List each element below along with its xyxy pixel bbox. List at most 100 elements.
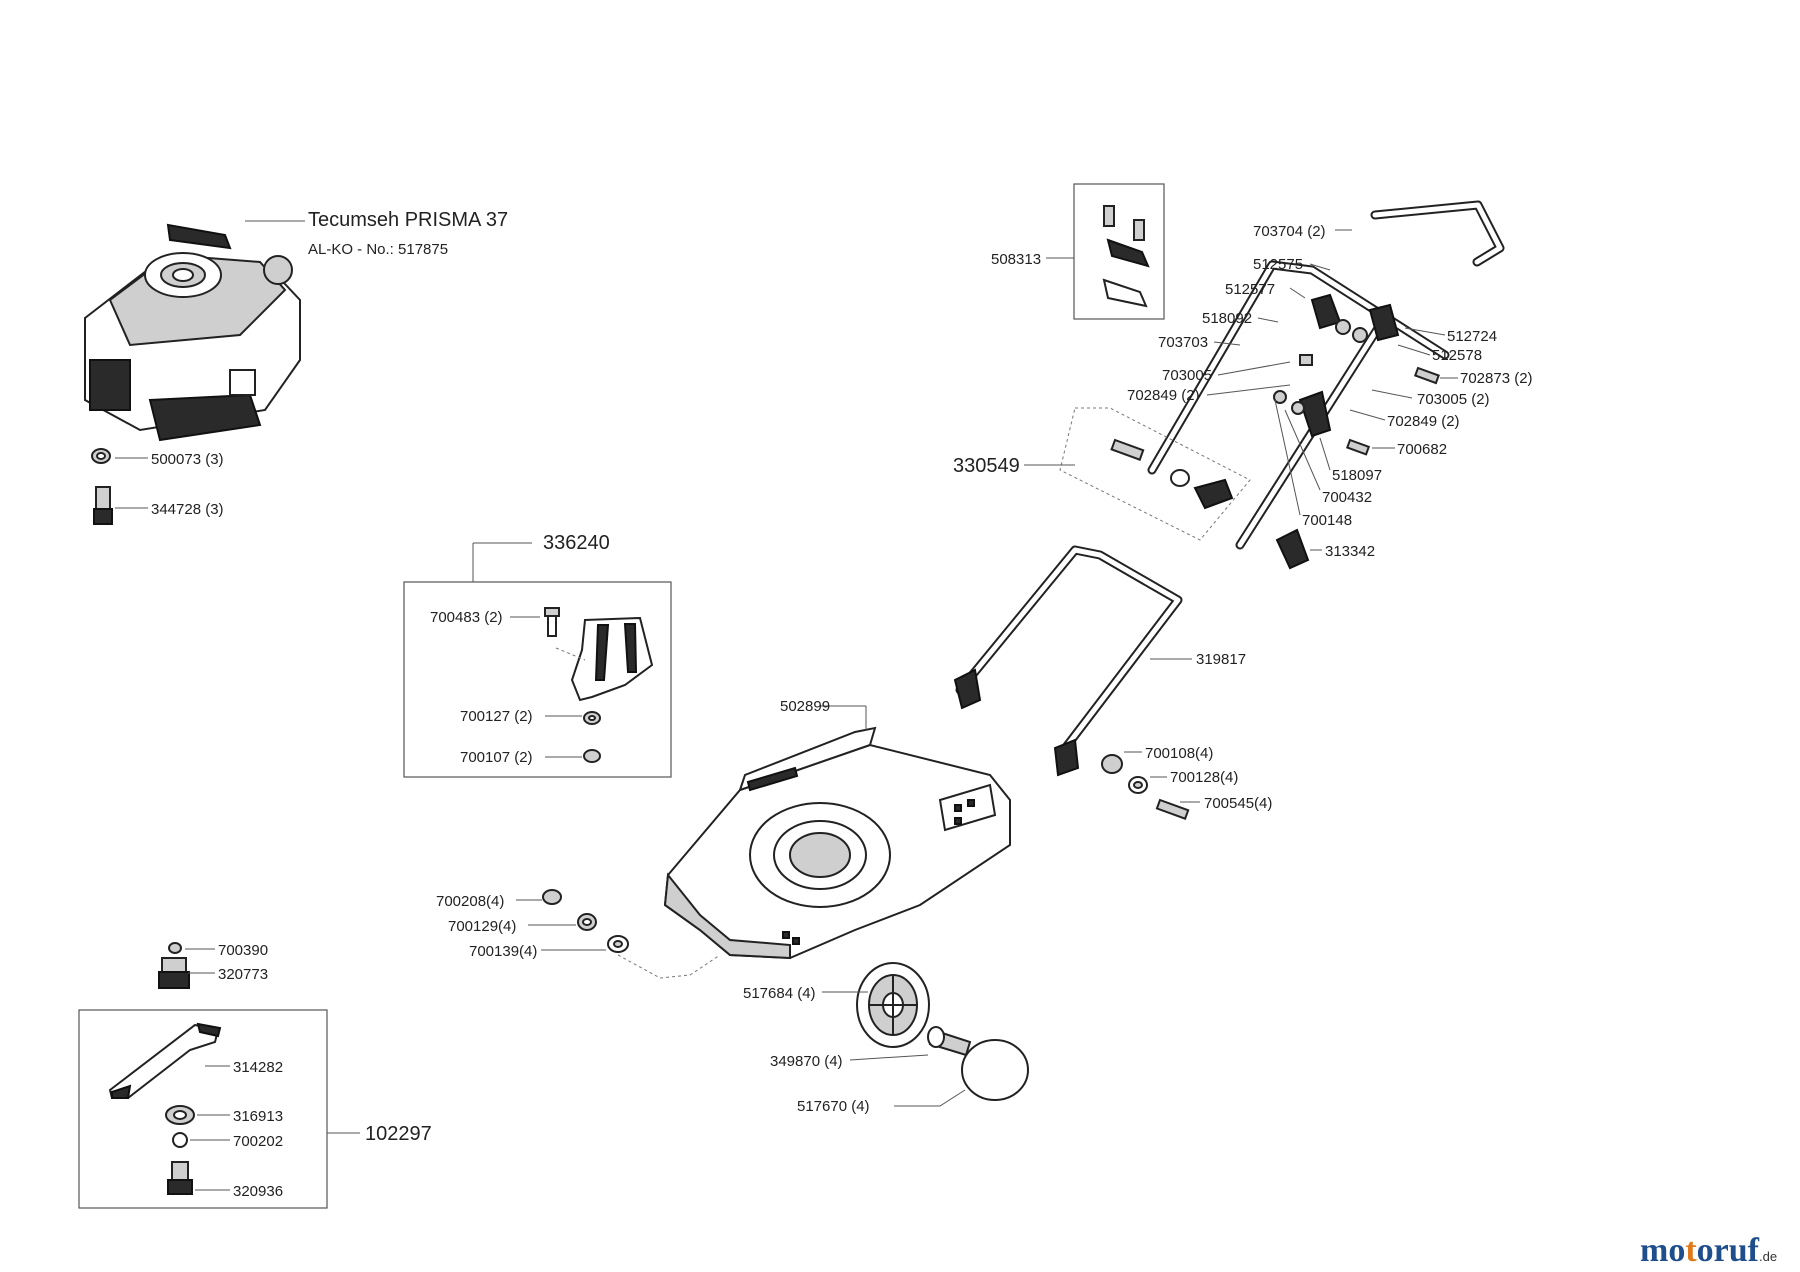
washer-700129 [577,913,597,931]
leader-517670 [894,1089,966,1107]
label-508313: 508313 [991,251,1041,268]
label-703005b: 703005 (2) [1417,391,1490,408]
label-349870: 349870 (4) [770,1053,843,1070]
label-314282: 314282 [233,1059,283,1076]
label-517684: 517684 (4) [743,985,816,1002]
label-702849: 702849 (2) [1127,387,1200,404]
label-320936: 320936 [233,1183,283,1200]
leader-512575 [1309,263,1331,271]
label-336240: 336240 [543,532,610,554]
label-700390: 700390 [218,942,268,959]
bolt-700545 [1155,798,1190,820]
kit-330549-parts [1110,438,1234,510]
dash-deck-hardware [617,954,721,979]
label-700682: 700682 [1397,441,1447,458]
logo-part-2: t [1685,1232,1697,1269]
engine-alko-number: AL-KO - No.: 517875 [308,241,448,258]
label-700108: 700108(4) [1145,745,1213,762]
label-700148: 700148 [1302,512,1352,529]
kit-box-508313 [1073,183,1165,320]
logo-tld: .de [1758,1249,1778,1264]
adapter-320773 [158,957,190,989]
label-703703: 703703 [1158,334,1208,351]
nut-700107 [583,749,601,763]
label-344728: 344728 (3) [151,501,224,518]
leader-703703 [1213,341,1241,346]
label-700139: 700139(4) [469,943,537,960]
kit-box-102297 [78,1009,328,1209]
label-700127: 700127 (2) [460,708,533,725]
screw-344728 [93,486,113,525]
axle-bolt-349870 [927,1026,972,1057]
label-518097: 518097 [1332,467,1382,484]
engine-illustration [84,223,301,442]
clamp-screws [1102,205,1150,308]
leader-349870 [849,1054,929,1061]
leader-702849b [1349,409,1386,421]
logo-part-1: mo [1640,1232,1686,1269]
kit-box-336240 [403,581,672,778]
label-316913: 316913 [233,1108,283,1125]
kit-outline-330549 [1059,407,1251,541]
label-702873: 702873 (2) [1460,370,1533,387]
label-512724: 512724 [1447,328,1497,345]
label-700128: 700128(4) [1170,769,1238,786]
washer-700128 [1128,776,1148,794]
label-700129: 700129(4) [448,918,516,935]
bolt-700682 [1345,438,1371,456]
label-512575: 512575 [1253,256,1303,273]
lower-handle-319817 [953,545,1183,777]
label-313342: 313342 [1325,543,1375,560]
label-500073: 500073 (3) [151,451,224,468]
label-703704: 703704 (2) [1253,223,1326,240]
hubcap-517670 [961,1039,1029,1101]
label-700208: 700208(4) [436,893,504,910]
handle-fittings [1273,293,1400,570]
label-502899: 502899 [780,698,830,715]
logo-part-3: oruf [1696,1232,1759,1269]
bolt-320936 [167,1161,193,1195]
bolt-702873 [1413,366,1440,385]
washer-700139 [607,935,629,953]
label-700432: 700432 [1322,489,1372,506]
leader-512724 [1404,327,1446,336]
engine-model-label: Tecumseh PRISMA 37 [308,209,508,231]
wheel-517684 [856,962,930,1048]
leader-700148 [1274,399,1301,516]
label-330549: 330549 [953,455,1020,477]
nut-700390 [168,942,182,954]
label-319817: 319817 [1196,651,1246,668]
bolt-700483 [544,607,560,637]
leader-703005b [1371,389,1413,399]
label-700483: 700483 (2) [430,609,503,626]
leader-702849 [1206,384,1291,396]
leader-512577 [1289,287,1306,299]
label-700107: 700107 (2) [460,749,533,766]
label-512578: 512578 [1432,347,1482,364]
label-518092: 518092 [1202,310,1252,327]
mower-deck [663,726,1011,960]
leader-518092 [1257,317,1279,323]
knob-700108 [1101,754,1123,774]
label-702849b: 702849 (2) [1387,413,1460,430]
leader-700432 [1284,409,1321,491]
nut-500073 [91,448,111,464]
label-703005: 703005 [1162,367,1212,384]
dash-700483 [555,647,586,661]
leader-518097 [1319,437,1331,471]
leader-512578 [1397,344,1431,356]
leader-703005 [1217,361,1291,376]
label-700202: 700202 [233,1133,283,1150]
bracket-part [570,616,654,702]
washer-700127 [583,711,601,725]
label-320773: 320773 [218,966,268,983]
lockwasher-700202 [172,1132,188,1148]
label-512577: 512577 [1225,281,1275,298]
label-700545: 700545(4) [1204,795,1272,812]
brand-logo: motoruf.de [1640,1232,1777,1270]
nut-700208 [542,889,562,905]
label-102297: 102297 [365,1123,432,1145]
label-517670: 517670 (4) [797,1098,870,1115]
washer-316913 [165,1105,195,1125]
